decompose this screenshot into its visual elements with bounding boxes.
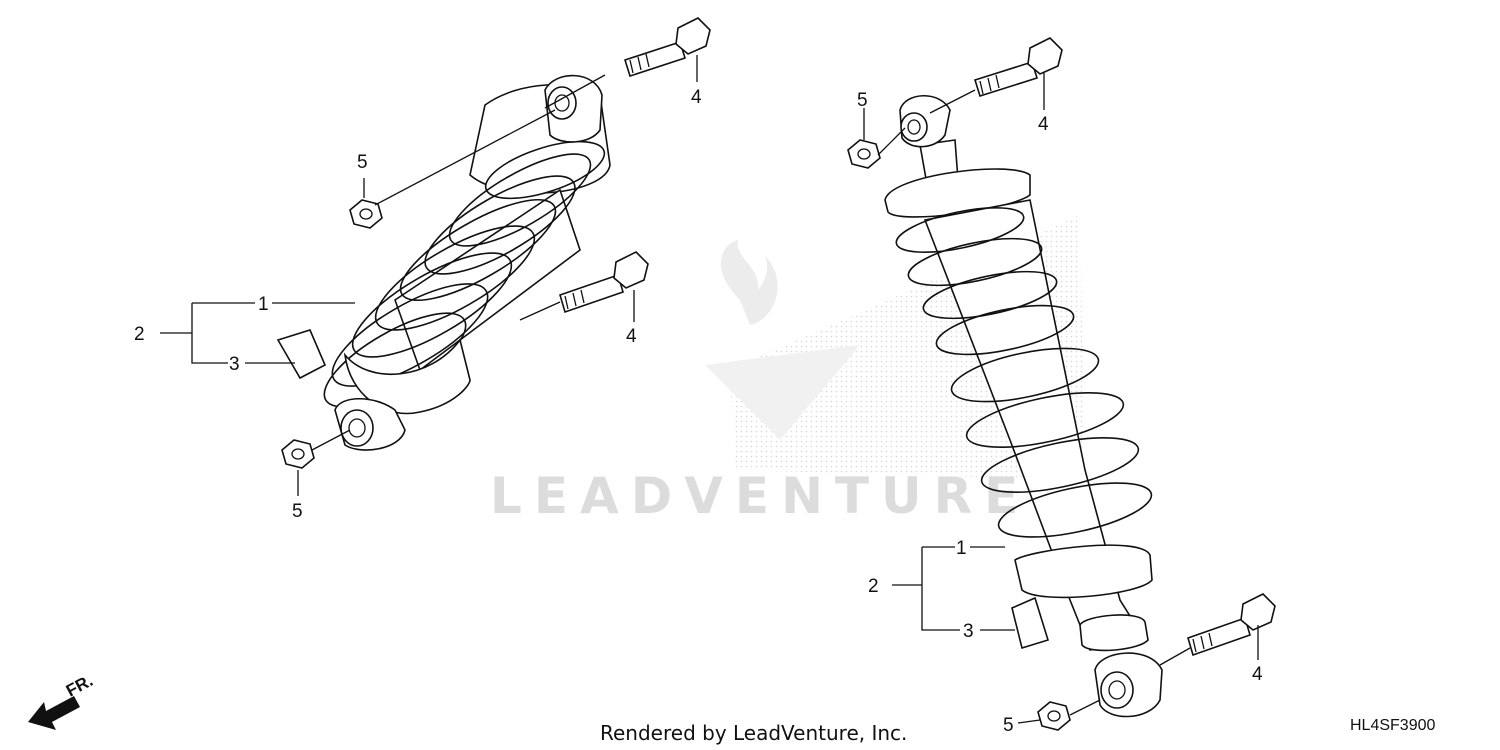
left-callout-4-lower: 4 [626,326,637,347]
left-lower-bolt [559,251,649,314]
left-callout-5-lower: 5 [292,501,303,522]
left-shock-upper-seat [484,140,606,200]
watermark-text: LEADVENTURE [490,467,1030,525]
left-leader-lines [160,55,698,496]
right-callout-1: 1 [956,538,967,559]
right-shock-top-eye-bore [907,119,921,135]
right-shock-bottom-eye-bore [1108,680,1126,700]
left-shock-bottom-eye-bore [348,418,366,438]
left-label-sticker [276,329,327,380]
right-leader-lines [863,72,1259,724]
right-callout-5-upper: 5 [857,90,868,111]
left-upper-bolt [624,17,711,78]
left-shock-bottom-eye-bushing [340,409,374,447]
left-callout-2: 2 [134,324,145,345]
right-callout-4-lower: 4 [1252,664,1263,685]
left-shock-spring [323,153,592,408]
watermark-wing-icon [705,345,860,440]
right-callout-5-lower: 5 [1003,715,1014,736]
right-shock-absorber [884,95,1163,718]
right-shock-lower-collar [1079,614,1149,652]
left-callout-5-upper: 5 [357,152,368,173]
front-arrow-icon [28,696,80,730]
right-upper-nut [847,139,881,169]
front-direction-label: FR. [63,671,96,701]
right-callout-3: 3 [963,621,974,642]
right-lower-bolt [1187,593,1276,657]
left-lower-nut [281,439,315,469]
right-lower-nut [1037,701,1071,731]
left-shock-top-eye-bushing [547,86,577,120]
right-shock-upper-seat [884,168,1031,218]
rendered-by-footer: Rendered by LeadVenture, Inc. [600,721,907,745]
right-shock-lower-seat [1014,544,1153,599]
right-callout-2: 2 [868,576,879,597]
right-shock-top-eye-bushing [900,112,928,142]
right-upper-bolt [973,37,1063,98]
left-callout-4-upper: 4 [691,87,702,108]
left-shock-absorber [323,74,611,451]
left-callout-3: 3 [229,354,240,375]
watermark-flame-icon [720,240,778,325]
right-shock-spring [895,207,1153,538]
diagram-code: HL4SF3900 [1350,717,1435,734]
right-shock-bottom-eye-bushing [1100,671,1134,709]
right-callout-4-upper: 4 [1038,114,1049,135]
front-direction-marker: FR. [28,671,96,730]
left-upper-nut [349,199,383,229]
right-label-sticker [1011,596,1050,650]
left-callout-1: 1 [258,294,269,315]
